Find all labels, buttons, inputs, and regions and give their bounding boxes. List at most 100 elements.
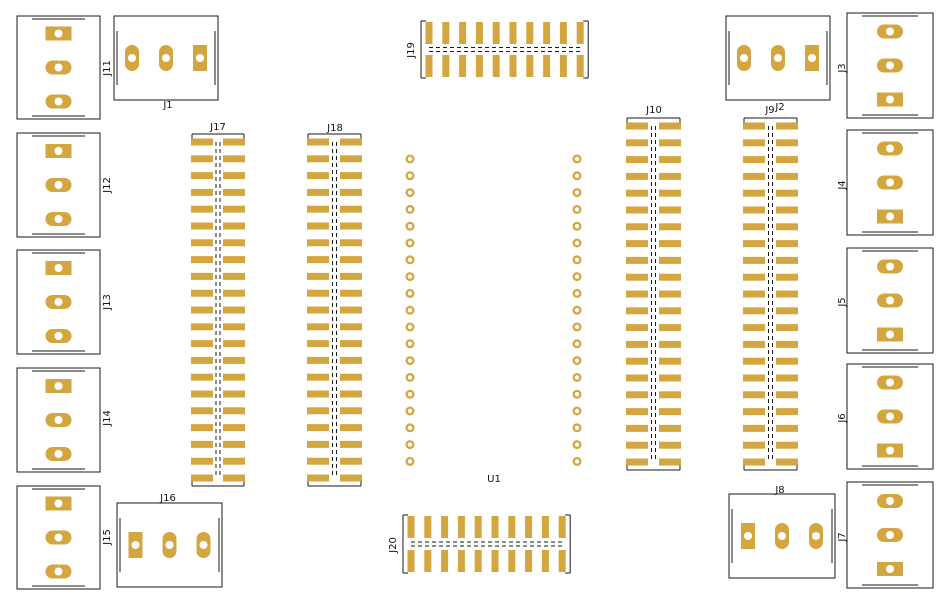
drill-hole [886,95,894,104]
smd-pad [743,172,765,180]
smd-pad [626,273,648,281]
drill-hole [808,54,816,62]
smd-pad [626,340,648,348]
smd-pad [340,239,362,247]
smd-pad [340,205,362,213]
smd-pad [508,550,516,572]
smd-pad [425,22,433,44]
smd-pad [407,516,415,538]
smd-pad [492,22,500,44]
connector-body [846,12,934,119]
smd-pad [776,374,798,382]
pin-header-j19: J19 [406,20,589,79]
smd-pad [223,340,245,348]
ref-designator-j12: J12 [102,177,113,194]
smd-pad [474,516,482,538]
smd-pad [223,289,245,297]
smd-pad [307,323,329,331]
drill-hole [886,61,894,70]
connector-body [16,132,101,238]
pin-header-j17: J17 [191,122,245,487]
connector-body [846,129,934,236]
smd-pad [307,407,329,415]
smd-pad [776,357,798,365]
drill-hole [886,412,894,421]
smd-pad [442,55,450,77]
terminal-block-j5: J5 [837,247,934,354]
smd-pad [307,424,329,432]
drill-hole [407,341,413,346]
smd-pad [223,272,245,280]
smd-pad [340,155,362,163]
smd-pad [307,205,329,213]
smd-pad [307,373,329,381]
smd-pad [307,272,329,280]
smd-pad [776,408,798,416]
drill-hole [574,425,580,430]
smd-pad [659,206,681,214]
smd-pad [541,516,549,538]
smd-pad [776,441,798,449]
smd-pad [492,55,500,77]
smd-pad [559,22,567,44]
drill-hole [574,324,580,330]
smd-pad [776,256,798,264]
ref-designator-j15: J15 [102,529,113,546]
drill-hole [407,190,413,195]
smd-pad [576,22,584,44]
smd-pad [626,290,648,298]
drill-hole [574,375,580,380]
drill-hole [407,274,413,279]
terminal-block-j15: J15 [16,485,113,590]
smd-pad [743,290,765,298]
smd-pad [659,139,681,147]
smd-pad [340,272,362,280]
smd-pad [307,440,329,448]
smd-pad [659,357,681,365]
smd-pad [424,516,432,538]
drill-hole [574,274,580,279]
terminal-block-j2: J2 [725,15,831,113]
drill-hole [574,308,580,313]
smd-pad [340,222,362,230]
smd-pad [626,156,648,164]
smd-pad [626,424,648,432]
smd-pad [307,356,329,364]
smd-pad [659,424,681,432]
smd-pad [191,289,213,297]
drill-hole [886,178,894,187]
smd-pad [223,256,245,264]
smd-pad [223,407,245,415]
drill-hole [886,531,894,539]
ref-designator-j11: J11 [102,60,113,77]
smd-pad [307,390,329,398]
smd-pad [743,189,765,197]
smd-pad [776,240,798,248]
drill-hole [54,97,63,106]
ref-designator-j13: J13 [102,294,113,311]
connector-body [16,367,101,473]
smd-pad [191,474,213,482]
smd-pad [307,188,329,196]
drill-hole [54,298,63,306]
pin-header-j9: J9 [743,105,798,471]
smd-pad [340,306,362,314]
smd-pad [474,550,482,572]
smd-pad [659,408,681,416]
smd-pad [475,55,483,77]
drill-hole [886,296,894,305]
ref-designator-j17: J17 [209,122,226,133]
ref-designator-j20: J20 [388,537,399,554]
smd-pad [191,188,213,196]
smd-pad [307,239,329,247]
smd-pad [626,122,648,130]
smd-pad [191,306,213,314]
terminal-block-j13: J13 [16,249,113,355]
smd-pad [776,139,798,147]
smd-pad [659,189,681,197]
smd-pad [223,239,245,247]
smd-pad [509,22,517,44]
smd-pad [191,457,213,465]
drill-hole [574,207,580,212]
smd-pad [659,256,681,264]
